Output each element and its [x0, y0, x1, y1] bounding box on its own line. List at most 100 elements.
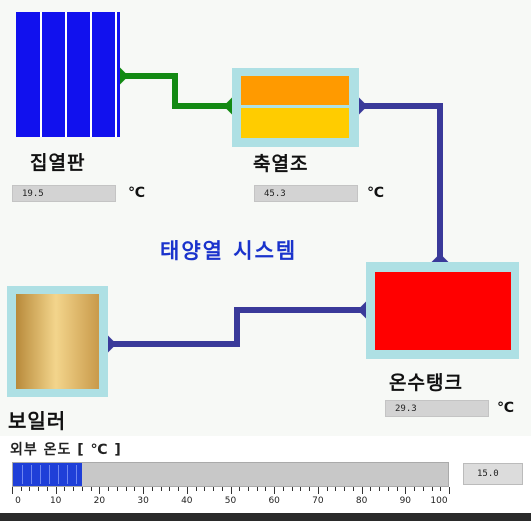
scale-tick	[440, 487, 441, 491]
scale-tick	[344, 487, 345, 491]
slider-fill-segment	[67, 465, 68, 484]
scale-tick	[414, 487, 415, 491]
scale-tick	[231, 487, 232, 494]
slider-fill-segment	[40, 465, 41, 484]
scale-tick	[300, 487, 301, 491]
storage-label: 축열조	[253, 153, 309, 175]
scale-tick	[117, 487, 118, 491]
tank-temp-readout: 29.3	[385, 400, 489, 417]
slider-fill-segment	[76, 465, 77, 484]
boiler-label: 보일러	[8, 409, 67, 433]
scale-tick	[222, 487, 223, 491]
scale-tick	[12, 487, 13, 494]
scale-tick	[126, 487, 127, 491]
scale-tick	[397, 487, 398, 491]
slider-fill-segment	[58, 465, 59, 484]
scale-tick	[388, 487, 389, 491]
scale-tick	[370, 487, 371, 491]
scale-tick	[327, 487, 328, 491]
slider-fill-segment	[31, 465, 32, 484]
slider-fill-segment	[49, 465, 50, 484]
window-bottom-edge	[0, 513, 531, 521]
scale-label: 30	[137, 496, 149, 506]
scale-tick	[73, 487, 74, 491]
scale-tick	[64, 487, 65, 491]
scale-label: 70	[312, 496, 324, 506]
scale-label: 40	[181, 496, 193, 506]
scale-tick	[38, 487, 39, 491]
scale-label: 10	[49, 496, 62, 506]
scale-tick	[213, 487, 214, 491]
scale-tick	[362, 487, 363, 494]
solar-collector[interactable]	[16, 12, 120, 137]
collector-divider	[90, 12, 92, 137]
scale-label: 60	[268, 496, 280, 506]
outdoor-temp-slider-fill	[13, 463, 82, 486]
scale-tick	[196, 487, 197, 491]
scale-tick	[257, 487, 258, 491]
scale-tick	[405, 487, 406, 494]
collector-divider	[65, 12, 67, 137]
scale-label: 0	[15, 496, 21, 506]
outdoor-temp-value[interactable]: 15.0	[463, 463, 523, 485]
heat-storage-tank[interactable]	[232, 68, 359, 147]
pipe-tank-to-boiler	[108, 307, 366, 347]
scale-tick	[169, 487, 170, 491]
scale-label: 20	[93, 496, 106, 506]
scale-tick	[47, 487, 48, 491]
boiler[interactable]	[7, 286, 108, 397]
scale-tick	[248, 487, 249, 491]
scale-tick	[178, 487, 179, 491]
scale-label: 80	[355, 496, 368, 506]
scale-tick	[134, 487, 135, 491]
scale-tick	[143, 487, 144, 494]
scale-tick	[309, 487, 310, 491]
scale-tick	[449, 487, 450, 494]
scale-tick	[99, 487, 100, 494]
boiler-body	[16, 294, 99, 389]
scale-tick	[161, 487, 162, 491]
hot-water-tank[interactable]	[366, 262, 519, 359]
scale-tick	[29, 487, 30, 491]
outdoor-temp-slider[interactable]	[12, 462, 449, 487]
scale-label: 100	[430, 496, 448, 506]
scale-label: 90	[399, 496, 412, 506]
scale-tick	[239, 487, 240, 491]
scale-tick	[335, 487, 336, 491]
scale-tick	[91, 487, 92, 491]
pipe-collector-to-storage	[120, 73, 232, 109]
system-title: 태양열 시스템	[160, 239, 298, 263]
pipe-storage-to-tank	[359, 103, 443, 262]
scale-tick	[56, 487, 57, 494]
scale-tick	[283, 487, 284, 491]
scale-tick	[204, 487, 205, 491]
storage-temp-readout: 45.3	[254, 185, 358, 202]
scale-tick	[353, 487, 354, 491]
storage-warm-layer	[241, 108, 349, 138]
scale-label: 50	[224, 496, 237, 506]
scale-tick	[108, 487, 109, 491]
outdoor-temp-label: 외부 온도 [ ℃ ]	[10, 442, 122, 458]
collector-label: 집열판	[30, 152, 86, 174]
storage-temp-unit: ℃	[367, 185, 384, 201]
tank-label: 온수탱크	[389, 372, 463, 394]
slider-fill-segment	[22, 465, 23, 484]
scale-tick	[152, 487, 153, 491]
hot-water-tank-fill	[375, 272, 511, 350]
scale-tick	[432, 487, 433, 491]
collector-divider	[115, 12, 117, 137]
scale-tick	[82, 487, 83, 491]
scale-tick	[423, 487, 424, 491]
outdoor-temp-scale: 0 10 20 30 40 50 60 70 80 90 100	[12, 487, 450, 513]
scale-tick	[318, 487, 319, 494]
scale-tick	[21, 487, 22, 491]
storage-hot-layer	[241, 76, 349, 105]
scale-tick	[379, 487, 380, 491]
collector-divider	[40, 12, 42, 137]
collector-temp-readout: 19.5	[12, 185, 116, 202]
collector-temp-unit: ℃	[128, 185, 145, 201]
scale-tick	[265, 487, 266, 491]
scale-tick	[292, 487, 293, 491]
scale-tick	[274, 487, 275, 494]
tank-temp-unit: ℃	[497, 400, 514, 416]
